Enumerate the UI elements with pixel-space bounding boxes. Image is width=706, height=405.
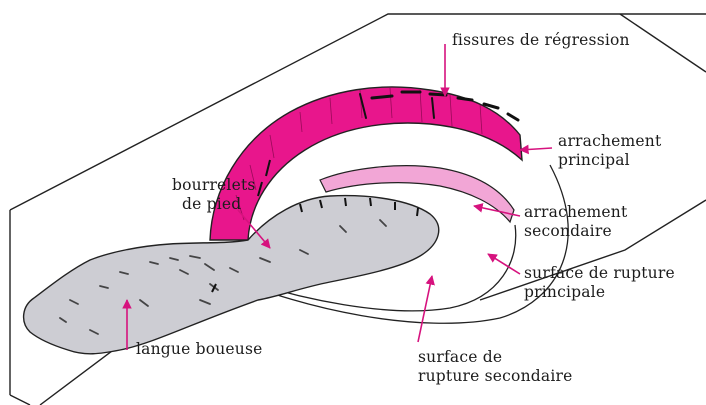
label-fissures-regression: fissures de régression (452, 31, 630, 50)
label-surface-principale-line2: principale (524, 283, 605, 302)
label-arrachement-principal-line2: principal (558, 151, 630, 170)
label-arrachement-secondaire-line2: secondaire (524, 222, 612, 241)
arrow-surface-secondaire (418, 276, 432, 342)
label-arrachement-principal-line1: arrachement (558, 132, 661, 151)
label-surface-secondaire-line1: surface de (418, 348, 502, 367)
block-bottom-edge (10, 395, 30, 405)
label-surface-principale-line1: surface de rupture (524, 264, 675, 283)
label-surface-secondaire-line2: rupture secondaire (418, 367, 572, 386)
label-bourrelets-line2: de pied (182, 195, 241, 214)
label-arrachement-secondaire-line1: arrachement (524, 203, 627, 222)
right-back-edge (620, 14, 706, 72)
label-bourrelets-line1: bourrelets (172, 176, 256, 195)
arrow-surface-principale (488, 254, 520, 274)
arrow-arrachement-principal (520, 148, 552, 150)
label-langue-boueuse: langue boueuse (136, 340, 263, 359)
